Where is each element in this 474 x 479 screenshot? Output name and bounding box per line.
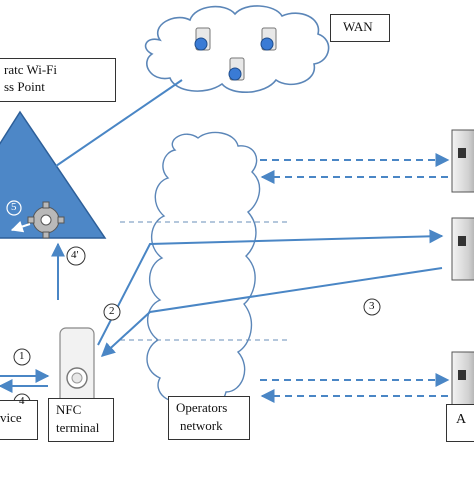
access-point-label-line2: ss Point — [4, 79, 45, 94]
nfc-reader-icon — [59, 327, 95, 417]
step-1: 1 — [19, 350, 25, 362]
step-5: 5 — [11, 201, 17, 213]
nfc-label-box — [48, 398, 114, 442]
access-point-label-line1: ratc Wi-Fi — [4, 62, 58, 77]
nfc-label-line1: NFC — [56, 402, 82, 417]
step-1-circle — [13, 348, 31, 366]
server-tower-icon — [451, 129, 474, 193]
operators-label-line1: Operators — [176, 400, 228, 415]
step-4: 4 — [19, 395, 25, 407]
operators-label-box — [168, 396, 250, 440]
server-globe-icon — [260, 27, 277, 51]
operators-network-cloud — [146, 131, 261, 408]
access-point-triangle — [0, 110, 107, 239]
right-label-box — [446, 404, 474, 442]
link-ap-wan — [55, 79, 183, 167]
operators-label-line2: network — [180, 418, 223, 433]
wan-label: WAN — [343, 19, 373, 34]
step-2: 2 — [109, 305, 115, 317]
gear-arrow — [10, 220, 31, 233]
access-point-label-box — [0, 58, 116, 102]
right-label: A — [456, 412, 467, 427]
wan-label-box — [330, 14, 390, 42]
wan-cloud — [144, 5, 330, 94]
server-tower-icon — [451, 217, 474, 281]
gear-icon — [27, 201, 65, 239]
step-4prime-circle — [66, 246, 86, 266]
device-label: vice — [0, 410, 22, 425]
nfc-label-line2: terminal — [56, 420, 100, 435]
step-4prime: 4' — [71, 249, 79, 261]
arrow-3 — [100, 267, 443, 357]
step-5-circle — [6, 200, 22, 216]
step-3-circle — [363, 298, 381, 316]
step-2-circle — [103, 303, 121, 321]
step-3: 3 — [369, 300, 375, 312]
server-globe-icon — [194, 27, 211, 51]
device-label-box — [0, 400, 38, 440]
server-globe-icon — [228, 57, 245, 81]
